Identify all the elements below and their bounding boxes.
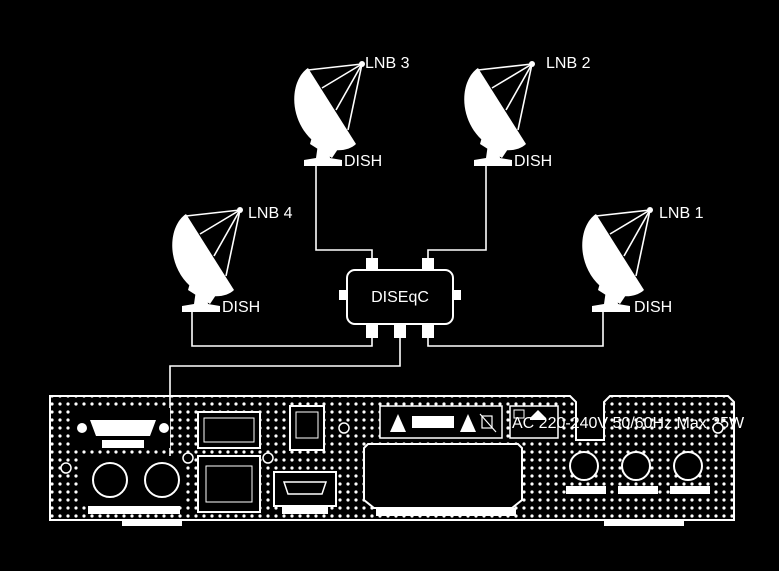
scart-port <box>363 443 523 516</box>
dish-label: DISH <box>514 153 552 170</box>
dish-lnb3: LNB 3 DISH <box>293 55 410 170</box>
power-rating: AC 220-240V 50/60Hz Max 25W <box>512 415 745 432</box>
warning-icon <box>460 414 476 432</box>
receiver-rear-panel: AC 220-240V 50/60Hz Max 25W <box>49 395 745 526</box>
dish-lnb4: LNB 4 DISH <box>171 205 293 316</box>
cable-lnb2 <box>427 166 487 262</box>
cable-lnb1 <box>427 310 604 347</box>
serial-port <box>74 408 170 448</box>
dish-label: DISH <box>344 153 382 170</box>
power-icon <box>513 409 525 419</box>
dish-label: DISH <box>634 299 672 316</box>
home-icon <box>530 410 546 420</box>
cable-lnb4 <box>191 310 373 347</box>
lnb-label: LNB 3 <box>365 55 410 72</box>
no-bin-icon <box>479 413 497 433</box>
dish-lnb1: LNB 1 DISH <box>581 205 704 316</box>
rca-jack <box>670 451 710 494</box>
dish-lnb2: LNB 2 DISH <box>463 55 591 170</box>
cable-lnb3 <box>315 166 373 262</box>
satellite-dish-icon <box>581 206 654 313</box>
satellite-dish-icon <box>171 206 244 313</box>
lnb-label: LNB 4 <box>248 205 293 222</box>
satellite-dish-icon <box>293 60 366 167</box>
power-sticker: AC 220-240V 50/60Hz Max 25W <box>509 405 745 439</box>
rca-jack <box>566 451 606 494</box>
usb-port <box>197 455 261 513</box>
ethernet-port <box>197 411 261 449</box>
dish-label: DISH <box>222 299 260 316</box>
diseqc-switch: DISEqC <box>339 258 461 338</box>
warning-label <box>379 405 503 439</box>
switch-label: DISEqC <box>371 289 429 306</box>
lnb-label: LNB 2 <box>546 55 591 72</box>
satellite-dish-icon <box>463 60 536 167</box>
rca-jack <box>618 451 658 494</box>
warning-icon <box>390 414 406 432</box>
hdmi-port <box>273 471 337 514</box>
optical-port <box>289 405 325 451</box>
lnb-in-out-ports <box>82 456 184 514</box>
lnb-label: LNB 1 <box>659 205 704 222</box>
